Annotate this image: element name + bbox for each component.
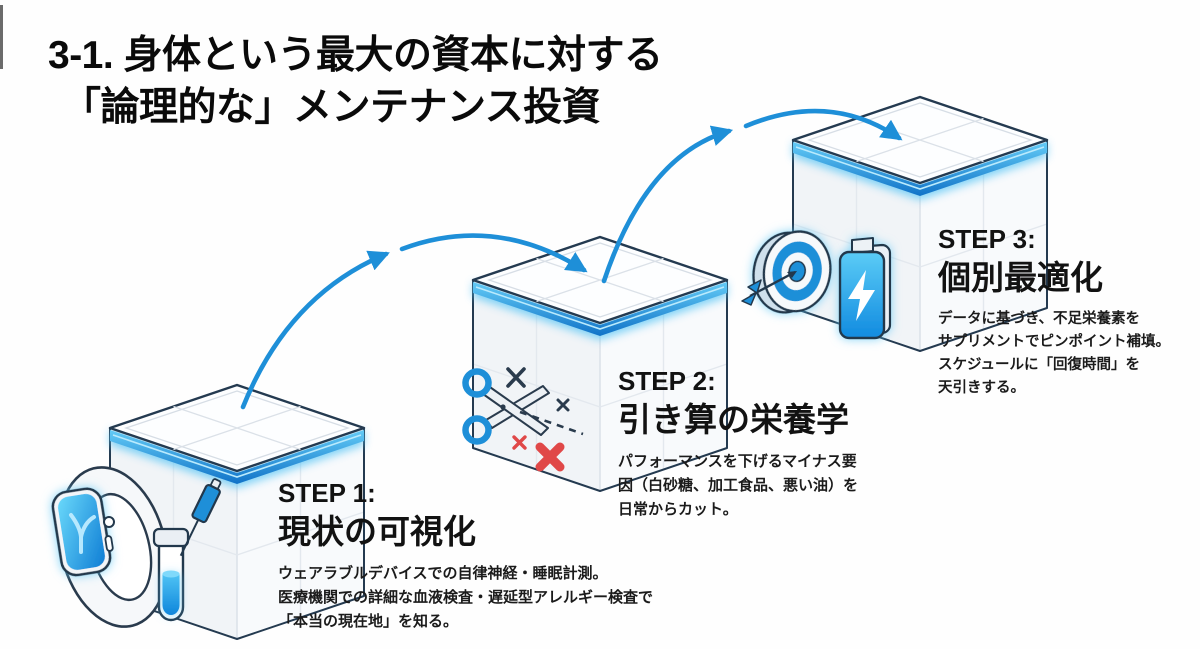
step-3-body: データに基づき、不足栄養素を サプリメントでピンポイント補填。 スケジュールに「…: [938, 310, 1170, 397]
step-2-label: STEP 2:: [618, 366, 716, 396]
left-edge-strip: [0, 5, 3, 69]
syringe-icon: [179, 478, 222, 557]
red-x-mark-icon: [512, 435, 565, 472]
step-2-body: パフォーマンスを下げるマイナス要 因（白砂糖、加工食品、悪い油）を 日常からカッ…: [618, 452, 859, 518]
dashed-cut-line: [519, 410, 584, 436]
arrow-step2-to-step3: [601, 108, 903, 284]
slide-title: 3-1. 身体という最大の資本に対する 「論理的な」メンテナンス投資: [48, 30, 663, 134]
step-1-block: STEP 1: 現状の可視化 ウェアラブルデバイスでの自律神経・睡眠計測。 医療…: [278, 478, 690, 634]
title-line-1: 3-1. 身体という最大の資本に対する: [48, 34, 663, 77]
test-tube-icon: [152, 527, 190, 622]
step-3-label: STEP 3:: [938, 224, 1036, 254]
scissors-icon: [462, 368, 550, 445]
x-mark-icon: [506, 367, 570, 412]
step-1-body: ウェアラブルデバイスでの自律神経・睡眠計測。 医療機関での詳細な血液検査・遅延型…: [278, 564, 654, 630]
dartboard-icon: [741, 230, 832, 314]
arrow-step1-to-step2: [240, 233, 588, 410]
step-1-label: STEP 1:: [278, 478, 376, 508]
step-1-heading: 現状の可視化: [278, 513, 476, 551]
battery-icon: [838, 237, 892, 340]
step-3-block: STEP 3: 個別最適化 データに基づき、不足栄養素を サプリメントでピンポイ…: [938, 224, 1196, 401]
step-2-heading: 引き算の栄養学: [618, 401, 849, 439]
apple-watch-icon: [51, 466, 169, 628]
step-2-block: STEP 2: 引き算の栄養学 パフォーマンスを下げるマイナス要 因（白砂糖、加…: [618, 366, 918, 522]
step-3-heading: 個別最適化: [938, 259, 1103, 297]
title-line-2: 「論理的な」メンテナンス投資: [62, 85, 601, 129]
